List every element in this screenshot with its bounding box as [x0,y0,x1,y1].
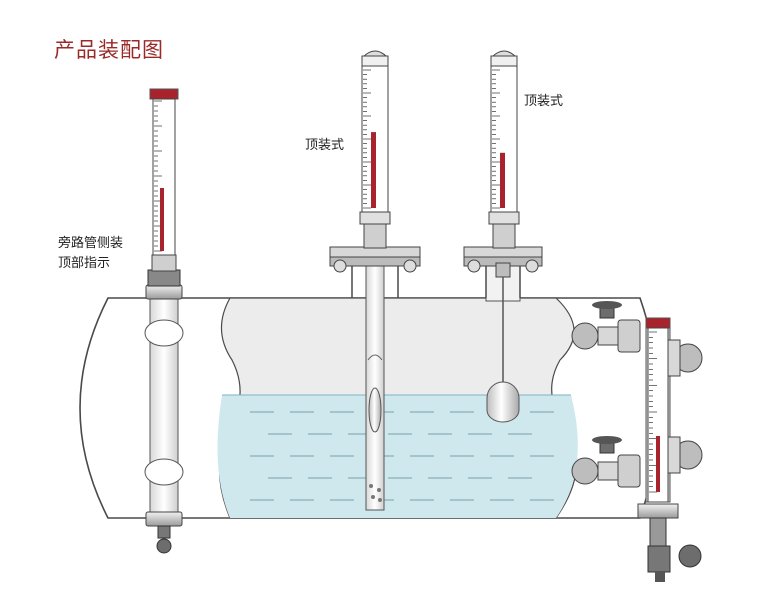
top-mount-right [463,246,543,423]
top-mount-right-label: 顶装式 [524,94,564,109]
side-valve-lower-icon [571,457,599,485]
top-mount-left-gauge [359,50,391,249]
handwheel-upper-icon [592,301,622,309]
side-gauge-indicator [656,436,660,492]
bypass-label-line2: 顶部指示 [58,256,111,271]
magnetic-float [368,387,382,433]
handwheel-lower-icon [592,436,622,444]
flange-bolt-icon [403,259,417,273]
bypass-label-line1: 旁路管侧装 [58,236,124,251]
ball-float [486,381,520,423]
bypass-label: 旁路管侧装 顶部指示 [58,234,123,274]
top-right-gauge-indicator [500,152,505,208]
bypass-gauge-indicator [160,188,164,251]
top-mount-right-gauge [488,50,520,249]
bypass-gauge [147,88,181,287]
flange-bolt-icon [467,259,481,273]
top-mount-left-label: 顶装式 [305,138,345,153]
side-mount [571,301,703,582]
tank-liquid [217,395,578,518]
top-left-gauge-indicator [371,132,376,208]
bypass-drain-valve-icon [156,538,172,554]
diagram-title: 产品装配图 [54,38,164,62]
flange-bolt-icon [525,259,539,273]
side-mount-gauge [645,317,671,503]
top-mount-left [329,246,421,511]
bypass-pipe [144,284,184,554]
side-valve-upper-icon [571,322,599,350]
side-drain-valve-icon [678,544,702,568]
flange-bolt-icon [333,259,347,273]
